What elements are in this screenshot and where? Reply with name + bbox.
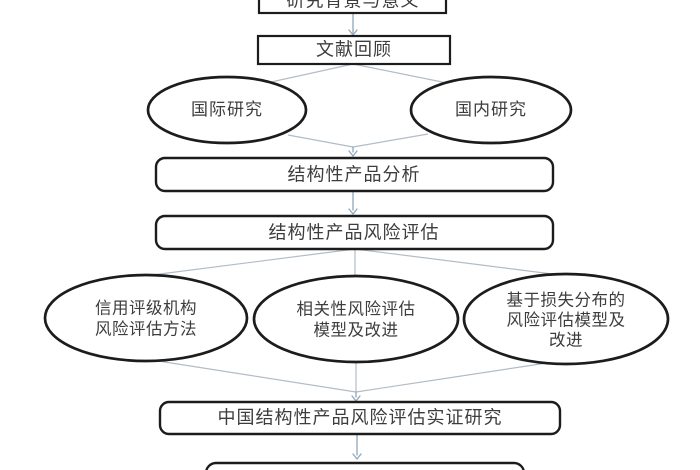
domestic-research-label: 国内研究: [455, 100, 527, 120]
node-credit-rating-methods: 信用评级机构 风险评估方法: [43, 273, 249, 363]
international-research-ellipse: [146, 75, 308, 145]
loss-distribution-model-line1: 基于损失分布的: [507, 291, 626, 310]
arrowhead-analysis-icon: [348, 150, 358, 157]
node-correlation-risk-model: 相关性风险评估 模型及改进: [252, 274, 460, 364]
connector-domestic-to-analysis: [352, 133, 429, 148]
connector-risk-to-loss: [354, 248, 561, 276]
empirical-study-label: 中国结构性产品风险评估实证研究: [218, 408, 503, 429]
node-bottom-cutoff: [205, 461, 525, 470]
credit-rating-methods-ellipse: [43, 273, 249, 363]
empirical-study-box: [158, 400, 562, 436]
bottom-cutoff-box: [205, 461, 525, 470]
node-structured-product-risk-assessment: 结构性产品风险评估: [154, 214, 555, 251]
literature-review-box: [256, 34, 452, 66]
structured-product-risk-assessment-box: [154, 214, 555, 251]
international-research-label: 国际研究: [191, 100, 263, 120]
arrowhead-risk-icon: [348, 208, 358, 215]
structured-product-analysis-label: 结构性产品分析: [288, 165, 421, 186]
node-literature-review: 文献回顾: [256, 34, 452, 66]
literature-review-label: 文献回顾: [316, 40, 392, 61]
structured-product-risk-assessment-label: 结构性产品风险评估: [269, 223, 440, 244]
correlation-risk-model-ellipse: [252, 274, 460, 364]
loss-distribution-model-ellipse: [462, 272, 670, 366]
node-international-research: 国际研究: [146, 75, 308, 145]
connector-international-to-analysis: [287, 134, 354, 148]
connectors: [151, 12, 561, 460]
loss-distribution-model-line2: 风险评估模型及: [507, 311, 626, 330]
correlation-risk-model-line2: 模型及改进: [314, 321, 399, 340]
domestic-research-ellipse: [409, 75, 573, 145]
node-loss-distribution-model: 基于损失分布的 风险评估模型及 改进: [462, 272, 670, 366]
loss-distribution-model-line3: 改进: [549, 331, 583, 350]
arrowhead-bottom-icon: [352, 453, 362, 460]
correlation-risk-model-line1: 相关性风险评估: [297, 300, 416, 319]
connector-risk-to-credit: [151, 248, 356, 276]
connector-credit-to-empirical: [151, 359, 357, 393]
node-domestic-research: 国内研究: [409, 75, 573, 145]
node-research-background: 研究背景与意义: [257, 0, 448, 15]
node-empirical-study: 中国结构性产品风险评估实证研究: [158, 400, 562, 436]
node-structured-product-analysis: 结构性产品分析: [154, 156, 555, 193]
credit-rating-methods-line1: 信用评级机构: [95, 299, 197, 318]
connector-loss-to-empirical: [355, 360, 561, 393]
research-background-label: 研究背景与意义: [287, 0, 420, 12]
credit-rating-methods-line2: 风险评估方法: [95, 320, 197, 339]
structured-product-analysis-box: [154, 156, 555, 193]
research-background-box: [257, 0, 448, 15]
